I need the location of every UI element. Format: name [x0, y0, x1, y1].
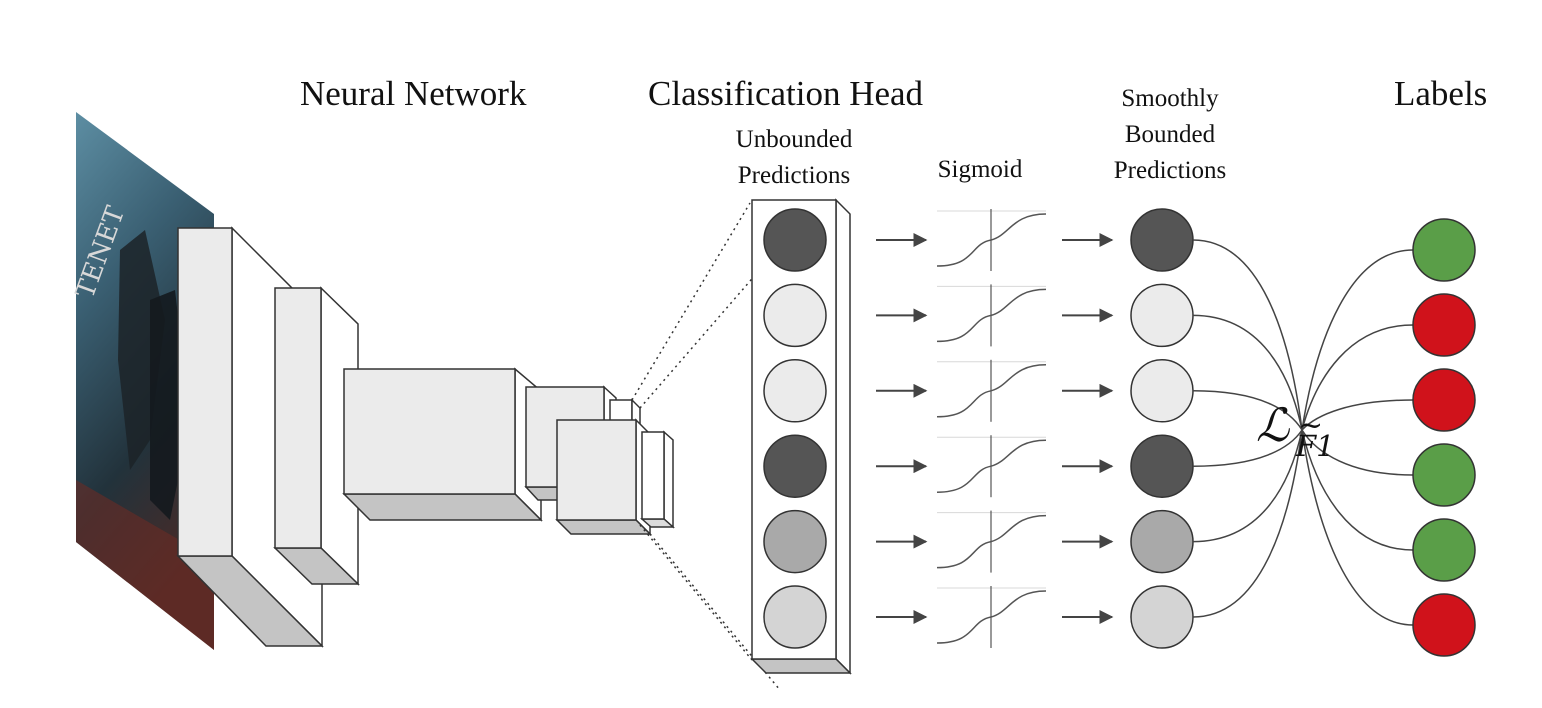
loss-subscript: F1: [1296, 429, 1335, 463]
sigmoid-curve: [936, 213, 1047, 267]
connection-loss-to-label: [1301, 429, 1414, 626]
connection-loss-to-label: [1301, 324, 1414, 431]
caption-unbounded-predictions: Unbounded Predictions: [724, 122, 864, 194]
label-node: [1412, 518, 1476, 582]
unbounded-node: [763, 283, 827, 348]
label-node: [1412, 443, 1476, 507]
label-nodes: [1412, 218, 1476, 657]
unbounded-predictions: [763, 208, 827, 649]
connection-prediction-to-loss: [1192, 429, 1303, 543]
network-layer-3: [342, 367, 543, 522]
unbounded-node: [763, 359, 827, 423]
caption-unbounded-line1: Unbounded: [735, 126, 853, 153]
label-node: [1412, 218, 1476, 282]
connection-prediction-to-loss: [1192, 429, 1303, 618]
sigmoid-curve: [936, 364, 1047, 418]
connection-prediction-to-loss: [1192, 390, 1303, 431]
bounded-node: [1130, 359, 1194, 423]
bounded-node: [1130, 509, 1194, 574]
network-layer-6: [555, 418, 652, 536]
unbounded-node: [763, 208, 827, 272]
connection-prediction-to-loss: [1192, 314, 1303, 431]
title-classification-head: Classification Head: [648, 74, 924, 113]
caption-smooth-line1: Smoothly: [1121, 85, 1219, 112]
bounded-node: [1130, 434, 1194, 498]
caption-smooth-line3: Predictions: [1113, 157, 1227, 184]
connection-loss-to-label: [1301, 249, 1414, 431]
loss-tilde: ~: [1298, 408, 1324, 443]
connection-loss-to-label: [1301, 399, 1414, 431]
unbounded-node: [763, 509, 827, 574]
bounded-node: [1130, 283, 1194, 348]
arrows: [876, 233, 1114, 624]
connection-prediction-to-loss: [1192, 429, 1303, 467]
label-node: [1412, 368, 1476, 432]
loss-connections: [1192, 239, 1414, 626]
caption-sigmoid: Sigmoid: [937, 156, 1023, 183]
unbounded-node: [763, 585, 827, 649]
connection-prediction-to-loss: [1192, 239, 1303, 431]
network-layer-7: [640, 430, 675, 529]
label-node: [1412, 293, 1476, 357]
caption-smooth-line2: Bounded: [1124, 121, 1216, 148]
classification-head-box: [750, 198, 852, 675]
connection-loss-to-label: [1301, 429, 1414, 476]
sigmoid-curve: [936, 288, 1047, 343]
label-node: [1412, 593, 1476, 657]
loss-f1-symbol: ℒ ~ F1: [1256, 398, 1335, 463]
network-layer-2: [273, 286, 360, 586]
caption-smoothly-bounded-predictions: Smoothly Bounded Predictions: [1098, 81, 1242, 189]
sigmoid-curve: [936, 590, 1047, 644]
caption-unbounded-line2: Predictions: [737, 162, 851, 189]
sigmoid-curves: [936, 209, 1047, 648]
unbounded-node: [763, 434, 827, 498]
loss-symbol: ℒ: [1256, 398, 1290, 452]
connection-loss-to-label: [1301, 429, 1414, 551]
title-neural-network: Neural Network: [300, 74, 527, 113]
bounded-node: [1130, 208, 1194, 272]
sigmoid-curve: [936, 514, 1047, 569]
sigmoid-curve: [936, 439, 1047, 493]
bounded-predictions: [1130, 208, 1194, 649]
bounded-node: [1130, 585, 1194, 649]
title-labels: Labels: [1394, 74, 1488, 113]
